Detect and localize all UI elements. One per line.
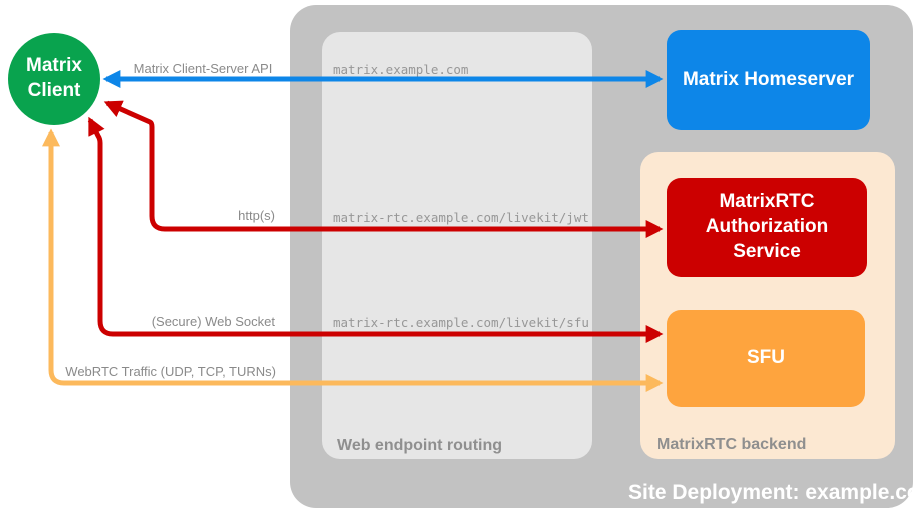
webrtc-traffic-label: WebRTC Traffic (UDP, TCP, TURNs) bbox=[65, 364, 276, 379]
sfu-label: SFU bbox=[747, 347, 785, 369]
web-endpoint-routing-label: Web endpoint routing bbox=[337, 437, 503, 454]
sfu-node: SFU bbox=[667, 310, 865, 407]
matrix-client-node: Matrix Client bbox=[8, 33, 100, 125]
homeserver-endpoint-url: matrix.example.com bbox=[333, 62, 469, 77]
matrixrtc-authorization-service-node: MatrixRTC Authorization Service bbox=[667, 178, 867, 277]
https-label: http(s) bbox=[238, 208, 275, 223]
sfu-endpoint-url: matrix-rtc.example.com/livekit/sfu bbox=[333, 315, 589, 330]
matrixrtc-authorization-service-label: MatrixRTC Authorization Service bbox=[705, 191, 829, 262]
websocket-label: (Secure) Web Socket bbox=[151, 314, 275, 329]
client-server-api-label: Matrix Client-Server API bbox=[133, 61, 273, 76]
matrix-client-label: Matrix Client bbox=[26, 55, 82, 101]
webrtc-traffic-arrow bbox=[42, 128, 664, 392]
matrix-homeserver-node: Matrix Homeserver bbox=[667, 30, 870, 130]
site-deployment-label: Site Deployment: example.com bbox=[628, 481, 921, 504]
matrixrtc-backend-label: MatrixRTC backend bbox=[657, 436, 807, 453]
jwt-endpoint-url: matrix-rtc.example.com/livekit/jwt bbox=[333, 210, 589, 225]
matrix-homeserver-label: Matrix Homeserver bbox=[682, 68, 855, 90]
